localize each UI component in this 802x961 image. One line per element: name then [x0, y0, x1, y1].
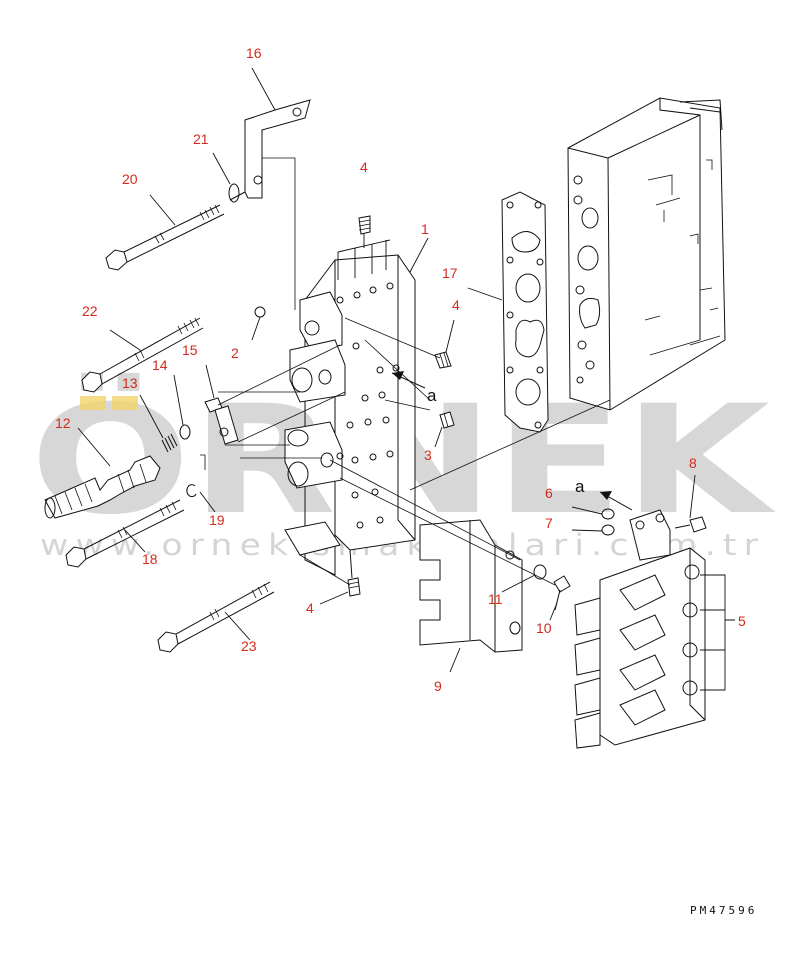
part-5-solenoid-valve-assembly	[574, 509, 735, 749]
part-labels: 16 21 20 4 1 17 4 22 2 15 14 13 12 3 8 6…	[55, 45, 746, 694]
part-12-spool	[44, 455, 161, 519]
view-mark-lower: a	[575, 477, 585, 496]
part-20-bolt	[105, 204, 225, 271]
part-9-cover-plate	[419, 519, 523, 653]
watermark-accent-right	[112, 396, 138, 410]
assembly-lines	[77, 67, 696, 673]
label-part-11: 11	[488, 591, 503, 607]
label-part-18: 18	[142, 551, 158, 567]
label-part-9: 9	[434, 678, 442, 694]
view-mark-upper: a	[427, 386, 437, 405]
part-17-gasket	[501, 191, 549, 433]
label-part-3: 3	[424, 447, 432, 463]
label-part-17: 17	[442, 265, 458, 281]
part-14-o-ring	[179, 424, 191, 440]
label-part-21: 21	[193, 131, 209, 147]
label-part-8: 8	[689, 455, 697, 471]
label-part-10: 10	[536, 620, 552, 636]
part-19-snap-ring	[186, 454, 206, 498]
label-part-4-top: 4	[360, 159, 368, 175]
label-part-14: 14	[152, 357, 168, 373]
drawing-code: PM47596	[690, 904, 757, 917]
label-part-22: 22	[82, 303, 98, 319]
part-7-o-ring	[601, 524, 615, 536]
part-23-bolt	[157, 581, 275, 653]
label-part-12: 12	[55, 415, 71, 431]
part-4-plug-right	[434, 351, 452, 369]
part-11-washer	[533, 564, 547, 580]
part-22-bolt	[81, 317, 204, 393]
part-13-spring	[161, 433, 178, 453]
part-1-valve-body	[284, 254, 416, 579]
part-15-stopper-plate	[204, 344, 346, 445]
label-part-13: 13	[122, 375, 138, 391]
label-part-1: 1	[421, 221, 429, 237]
label-part-2: 2	[231, 345, 239, 361]
part-4-plug-top	[337, 215, 391, 280]
label-part-4-right: 4	[452, 297, 460, 313]
part-16-bracket	[229, 99, 311, 310]
part-4-plug-bottom	[347, 577, 361, 597]
label-part-20: 20	[122, 171, 138, 187]
label-part-7: 7	[545, 515, 553, 531]
label-part-19: 19	[209, 512, 225, 528]
label-part-4-bottom: 4	[306, 600, 314, 616]
label-part-23: 23	[241, 638, 257, 654]
part-18-bolt	[65, 499, 185, 568]
watermark-accent-left	[80, 396, 106, 410]
label-part-5: 5	[738, 613, 746, 629]
view-arrow-lower	[599, 491, 633, 511]
part-2-ball	[254, 306, 266, 318]
label-part-6: 6	[545, 485, 553, 501]
part-21-washer	[228, 183, 240, 203]
part-8-bolt	[674, 516, 707, 533]
label-part-15: 15	[182, 342, 198, 358]
transmission-case	[567, 97, 726, 411]
label-part-16: 16	[246, 45, 262, 61]
part-3-plug	[439, 411, 455, 429]
